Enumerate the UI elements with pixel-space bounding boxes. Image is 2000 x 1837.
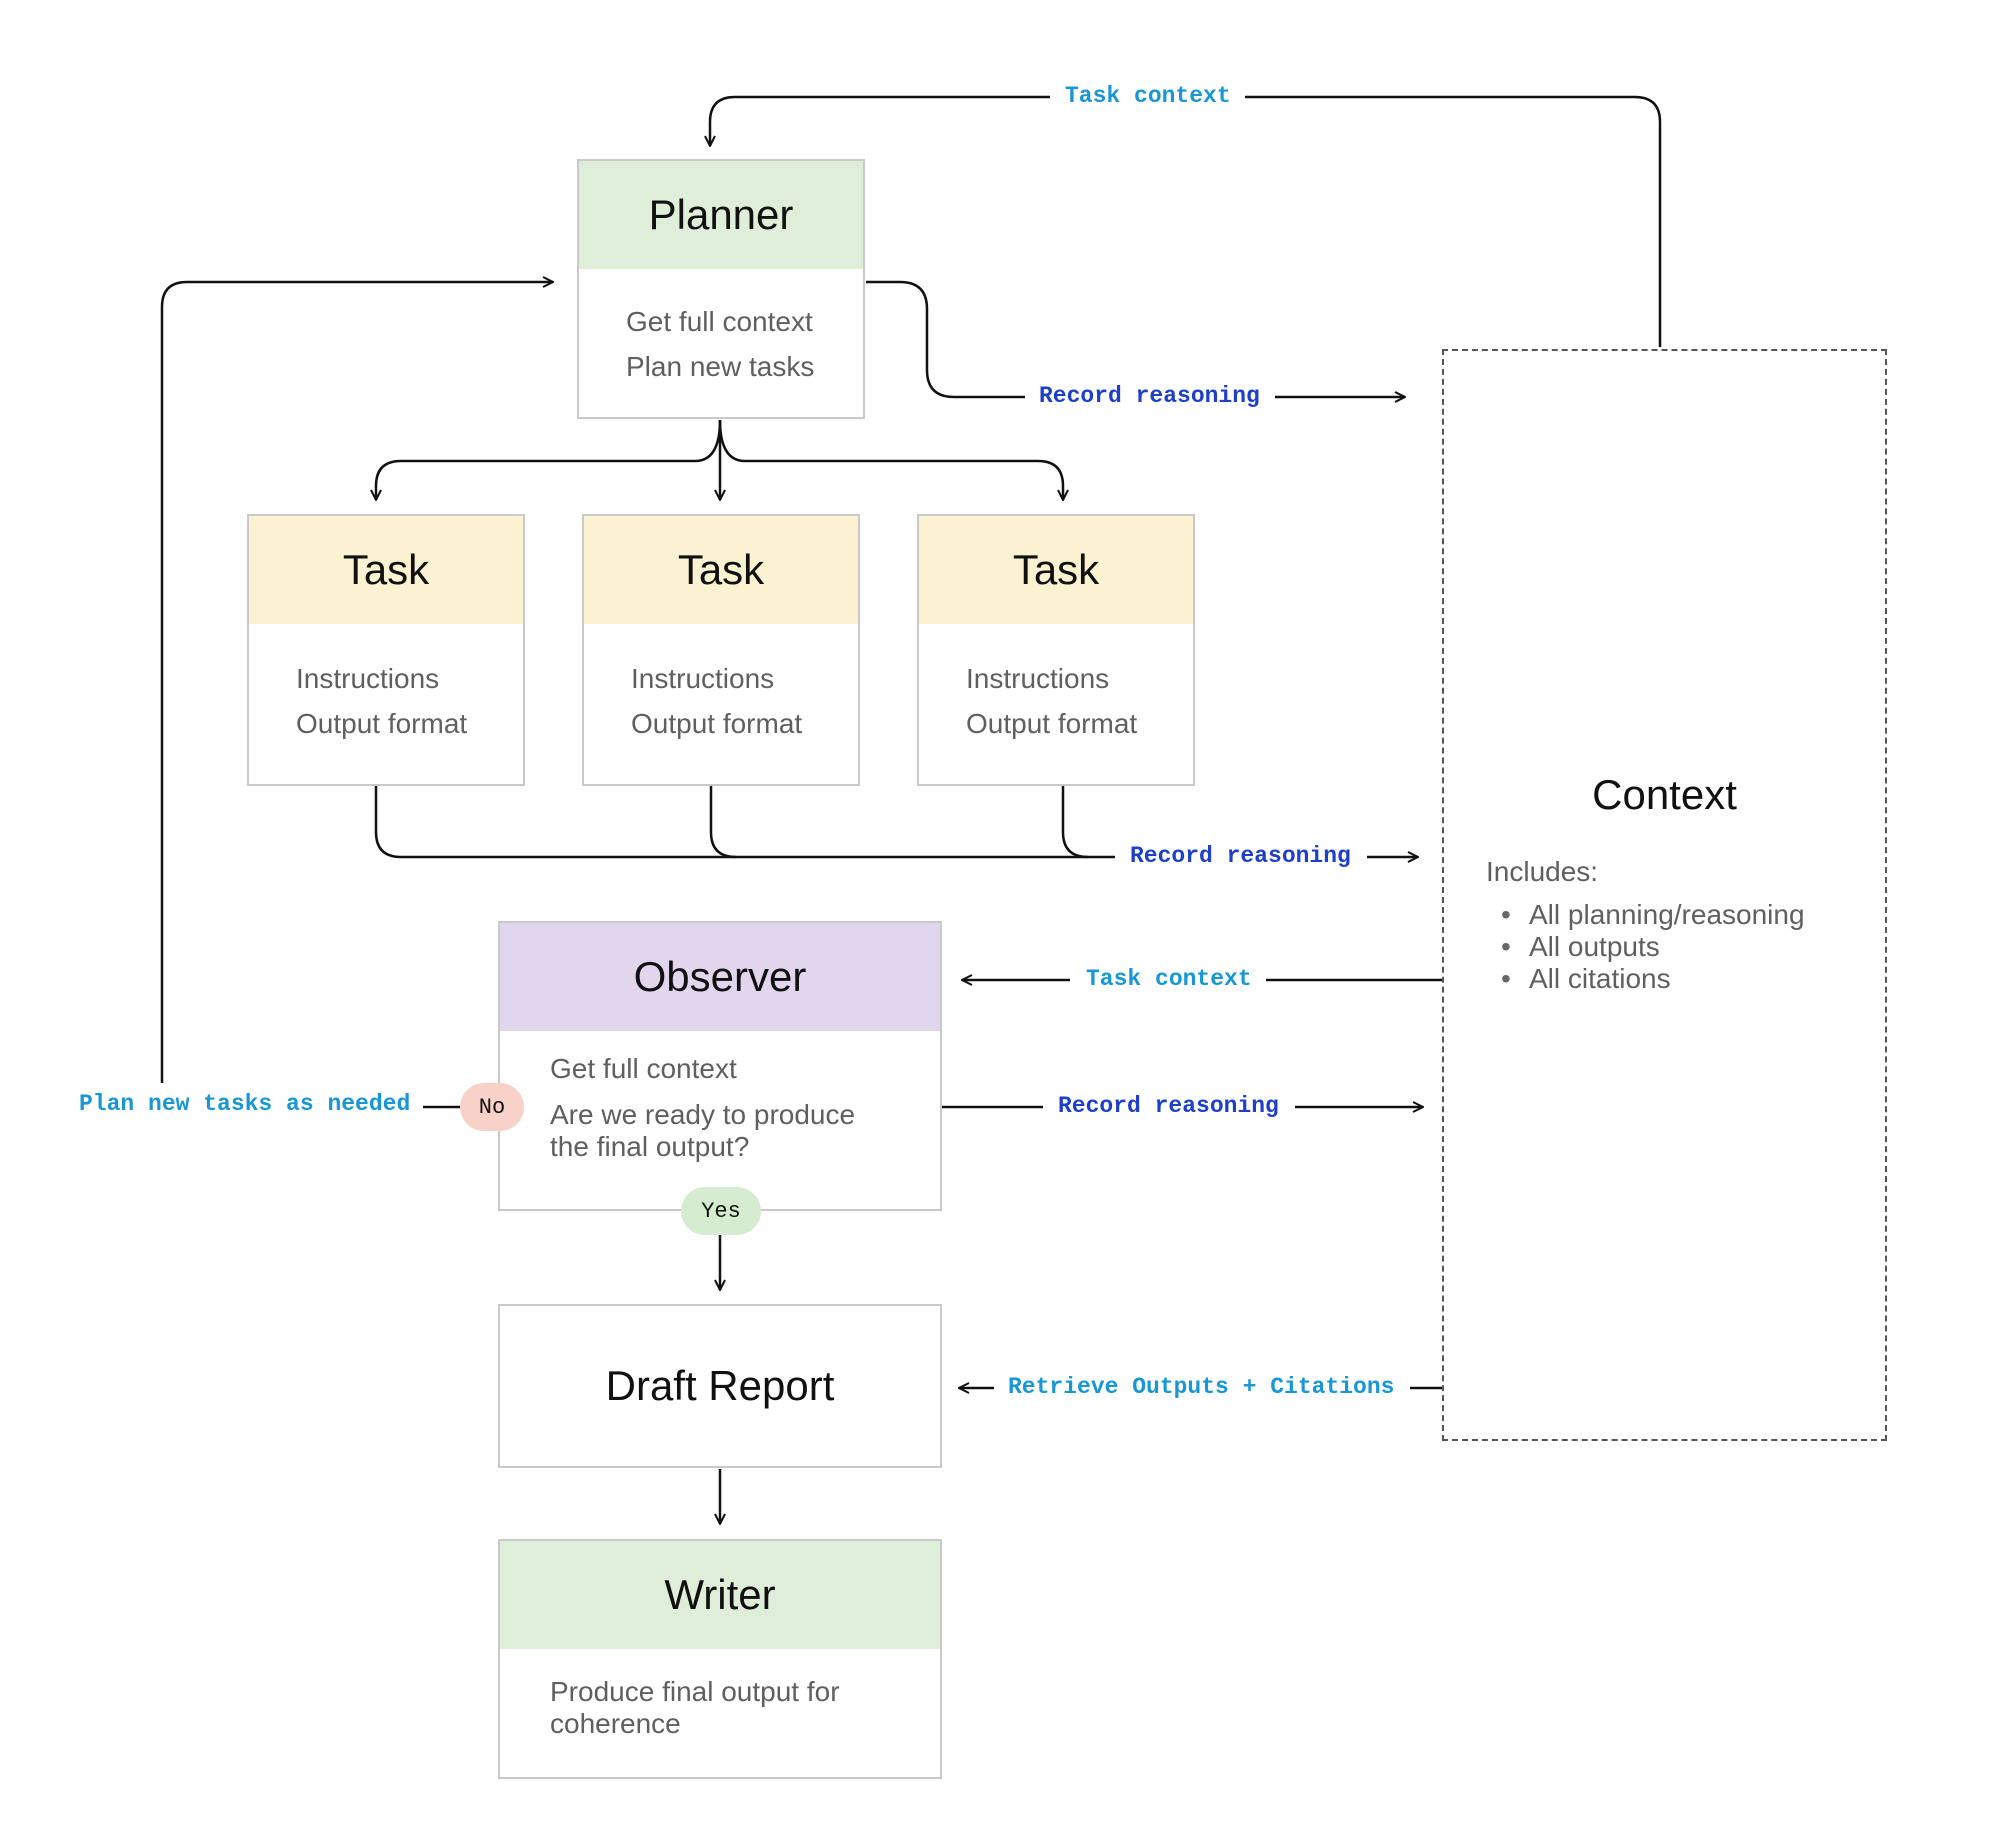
edge-task-context-top — [1245, 95, 1662, 347]
context-item: All outputs — [1501, 931, 1805, 963]
context-item: All planning/reasoning — [1501, 899, 1804, 931]
edge-label-plan-new-tasks: Plan new tasks as needed — [73, 1091, 417, 1117]
edge-task2-merge — [709, 784, 737, 859]
edge-planner-right — [718, 419, 1063, 500]
edge-plan-new-tasks-loop — [160, 282, 553, 1083]
draft-report-node: Draft Report — [498, 1304, 942, 1468]
edge-planner-record — [866, 280, 1025, 399]
task-node: Task Instructions Output format — [247, 514, 525, 786]
task-node: Task Instructions Output format — [582, 514, 860, 786]
writer-line: coherence — [550, 1708, 681, 1739]
planner-header: Planner — [579, 161, 863, 269]
edge-label-task-context-top: Task context — [1059, 83, 1237, 109]
writer-title: Writer — [664, 1571, 776, 1618]
planner-line: Get full context — [626, 306, 813, 337]
task-line: Instructions — [966, 663, 1110, 694]
task-body: Instructions Output format — [584, 624, 858, 746]
writer-body: Produce final output for coherence — [500, 1649, 940, 1740]
draft-report-title: Draft Report — [605, 1362, 835, 1409]
observer-node: Observer Get full context Are we ready t… — [498, 921, 942, 1211]
planner-body: Get full context Plan new tasks — [579, 269, 863, 389]
planner-title: Planner — [648, 191, 794, 238]
task-line: Output format — [631, 708, 803, 739]
edge-label-retrieve: Retrieve Outputs + Citations — [1002, 1374, 1401, 1400]
edge-task-context-top-arrow — [710, 95, 1050, 146]
context-node: Context Includes: All planning/reasoning… — [1442, 349, 1887, 1441]
context-includes-label: Includes: — [1486, 856, 1599, 887]
observer-line: Get full context — [550, 1053, 737, 1084]
observer-header: Observer — [500, 923, 940, 1031]
task-header: Task — [919, 516, 1193, 624]
task-line: Instructions — [296, 663, 440, 694]
edge-label-task-context-observer: Task context — [1080, 966, 1258, 992]
task-header: Task — [249, 516, 523, 624]
edge-planner-left — [376, 419, 722, 500]
writer-node: Writer Produce final output for coherenc… — [498, 1539, 942, 1779]
task-body: Instructions Output format — [249, 624, 523, 746]
edge-task3-merge — [1061, 784, 1089, 859]
task-line: Output format — [296, 708, 468, 739]
task-node: Task Instructions Output format — [917, 514, 1195, 786]
edge-label-record-reasoning-planner: Record reasoning — [1033, 383, 1266, 409]
edge-tasks-merge — [374, 784, 1115, 859]
writer-header: Writer — [500, 1541, 940, 1649]
task-line: Instructions — [631, 663, 775, 694]
observer-title: Observer — [633, 953, 807, 1000]
observer-line: Are we ready to produce — [550, 1099, 856, 1130]
task-title: Task — [342, 546, 430, 593]
yes-decision-pill: Yes — [681, 1187, 761, 1235]
task-title: Task — [677, 546, 765, 593]
edge-label-record-reasoning-tasks: Record reasoning — [1124, 843, 1357, 869]
task-title: Task — [1012, 546, 1100, 593]
observer-line: the final output? — [550, 1131, 750, 1162]
context-title: Context — [1592, 771, 1737, 818]
planner-line: Plan new tasks — [626, 351, 815, 382]
observer-body: Get full context Are we ready to produce… — [500, 1031, 940, 1163]
context-list: All planning/reasoning All outputs All c… — [1501, 899, 1805, 995]
no-decision-pill: No — [460, 1083, 524, 1131]
task-line: Output format — [966, 708, 1138, 739]
task-header: Task — [584, 516, 858, 624]
context-item: All citations — [1501, 963, 1805, 995]
draft-report-header: Draft Report — [500, 1306, 940, 1466]
task-body: Instructions Output format — [919, 624, 1193, 746]
planner-node: Planner Get full context Plan new tasks — [577, 159, 865, 419]
edge-label-record-reasoning-observer: Record reasoning — [1052, 1093, 1285, 1119]
writer-line: Produce final output for — [550, 1676, 840, 1707]
